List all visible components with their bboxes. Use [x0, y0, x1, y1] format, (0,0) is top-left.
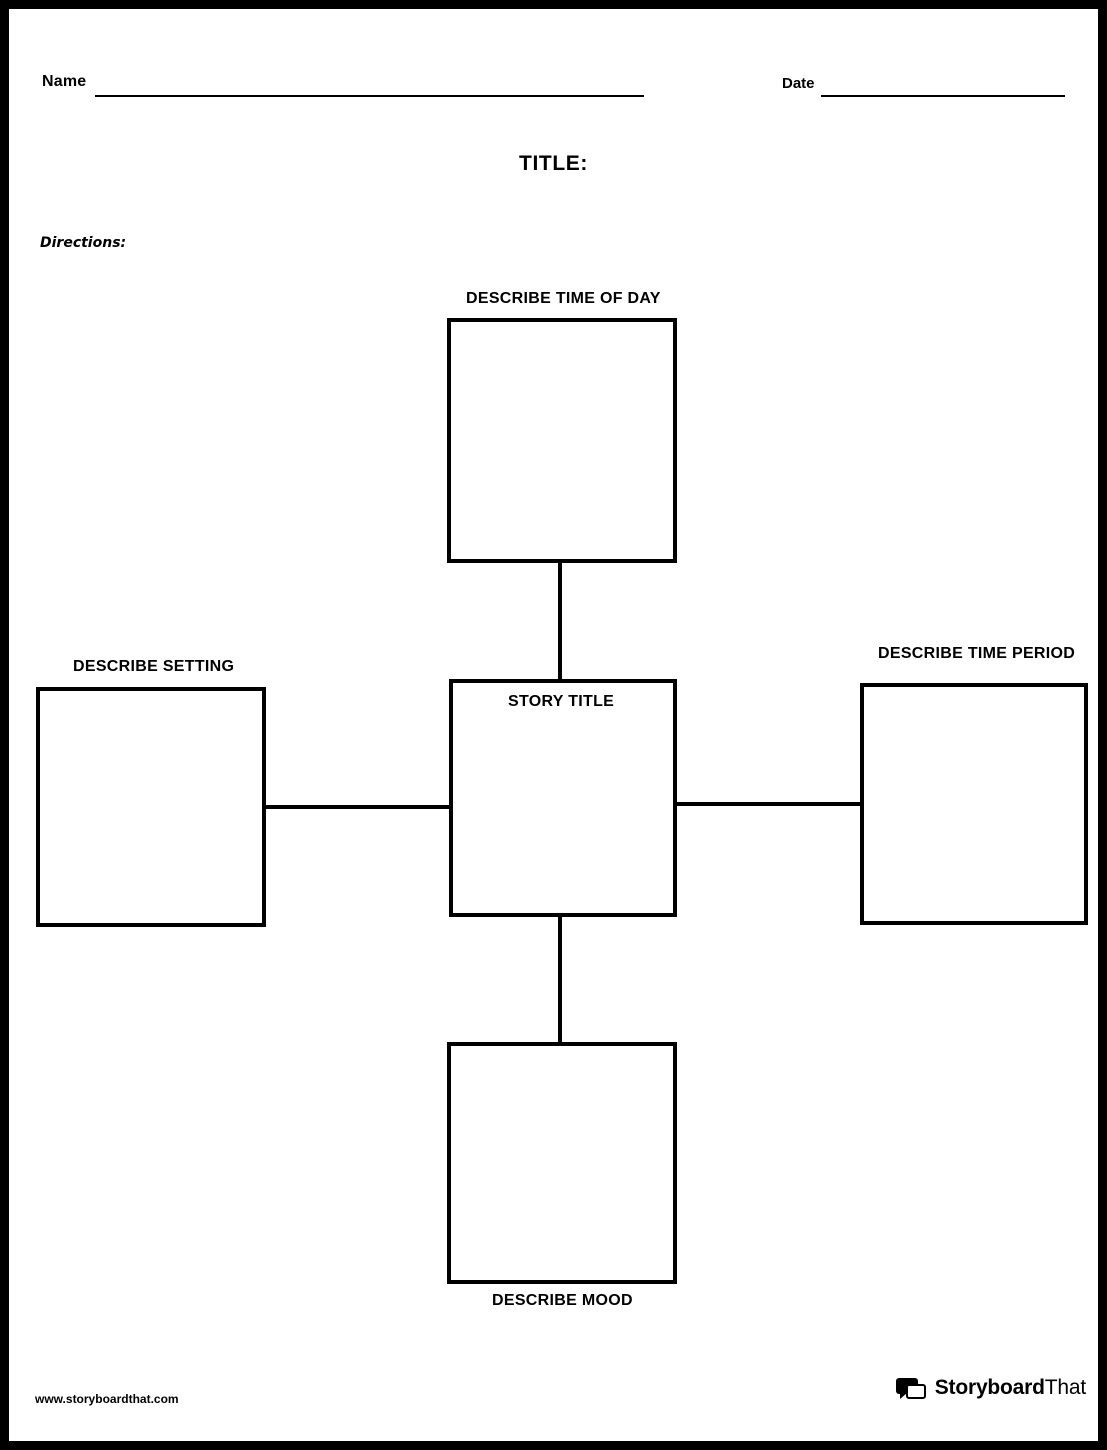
- connector-center-to-top: [558, 561, 562, 681]
- box-describe-mood[interactable]: [447, 1042, 677, 1284]
- box-describe-setting[interactable]: [36, 687, 266, 927]
- brand-logo: StoryboardThat: [895, 1375, 1086, 1401]
- worksheet-content: Name Date TITLE: Directions: DESCRIBE TI…: [9, 9, 1098, 1441]
- date-input-line[interactable]: [821, 95, 1065, 97]
- connector-center-to-left: [264, 805, 452, 809]
- connector-center-to-bottom: [558, 914, 562, 1045]
- label-describe-setting: DESCRIBE SETTING: [73, 658, 235, 675]
- brand-name: StoryboardThat: [935, 1376, 1086, 1400]
- date-label: Date: [782, 75, 815, 92]
- brand-name-bold: Storyboard: [934, 1376, 1045, 1399]
- box-story-title[interactable]: [449, 679, 677, 917]
- label-describe-time-of-day: DESCRIBE TIME OF DAY: [466, 290, 661, 307]
- brand-name-light: That: [1044, 1376, 1086, 1399]
- name-label: Name: [42, 73, 87, 90]
- connector-center-to-right: [675, 802, 863, 806]
- page-title: TITLE:: [519, 152, 588, 175]
- footer-url: www.storyboardthat.com: [35, 1392, 179, 1406]
- directions-label: Directions:: [40, 235, 127, 251]
- name-input-line[interactable]: [95, 95, 644, 97]
- label-describe-mood: DESCRIBE MOOD: [492, 1292, 633, 1309]
- speech-bubble-icon: [895, 1375, 926, 1401]
- box-describe-time-period[interactable]: [860, 683, 1088, 925]
- label-describe-time-period: DESCRIBE TIME PERIOD: [878, 645, 1076, 662]
- label-story-title: STORY TITLE: [508, 693, 615, 710]
- box-describe-time-of-day[interactable]: [447, 318, 677, 563]
